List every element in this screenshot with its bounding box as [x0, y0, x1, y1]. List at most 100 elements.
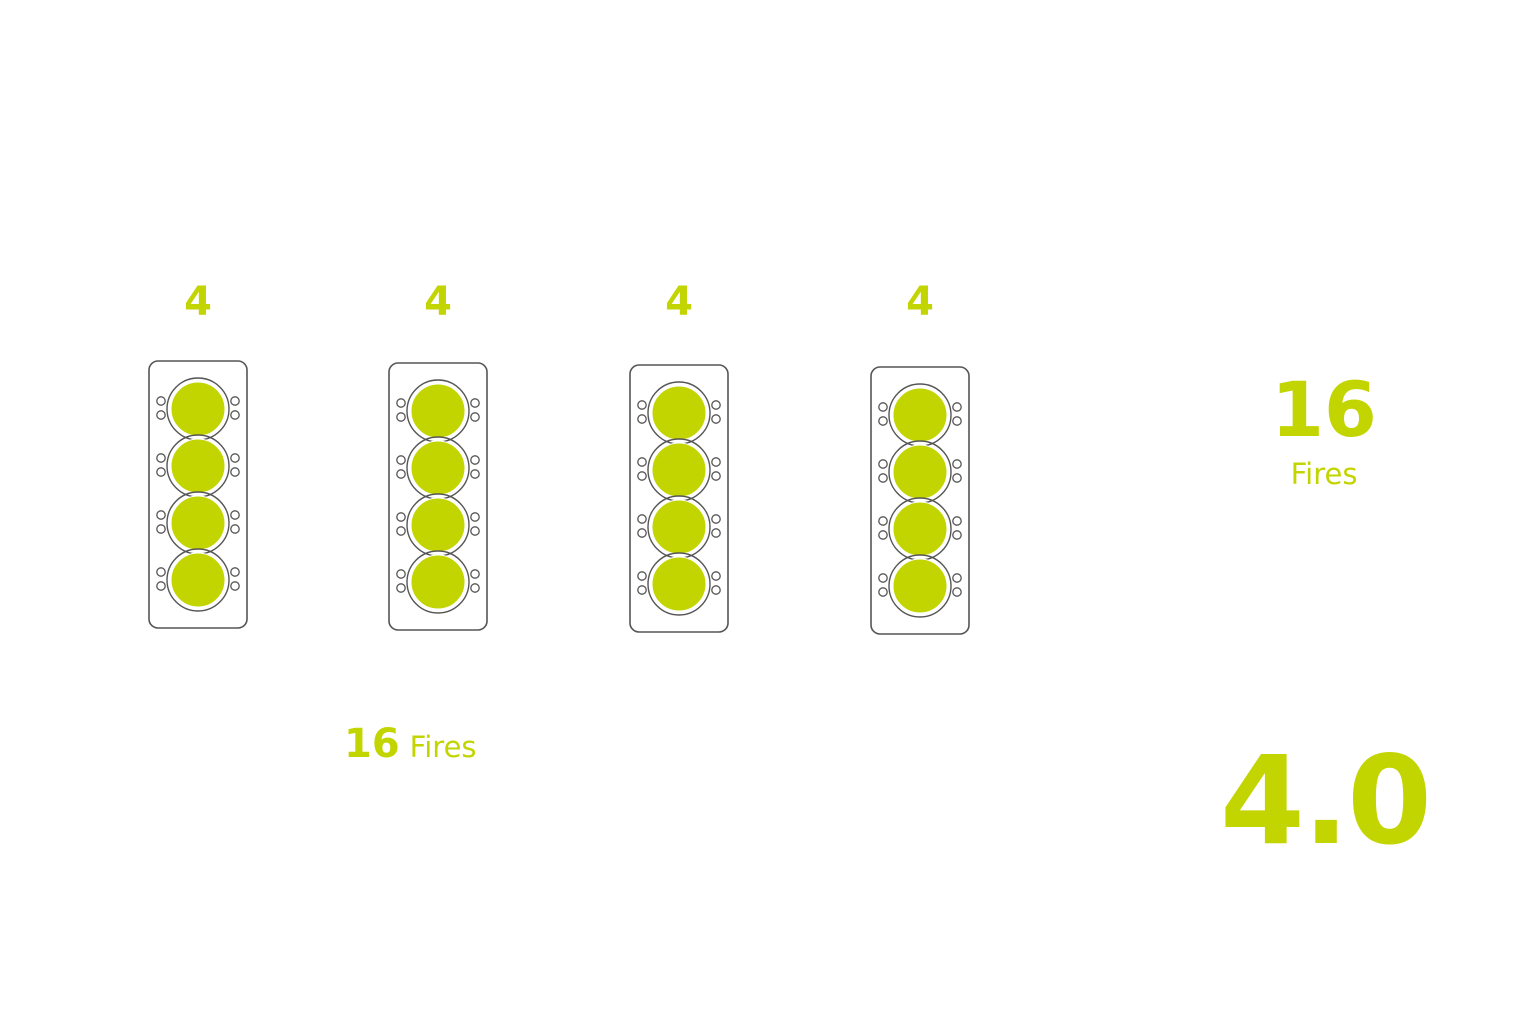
- bolt-hole: [156, 453, 166, 463]
- bolt-hole: [711, 571, 721, 581]
- bolt-hole: [637, 571, 647, 581]
- bolt-hole: [156, 396, 166, 406]
- bolt-hole: [878, 473, 888, 483]
- block-outline: [148, 360, 248, 629]
- bolt-hole: [637, 585, 647, 595]
- bolt-hole: [637, 414, 647, 424]
- cylinder-bore: [892, 387, 948, 443]
- block-outline: [629, 364, 729, 633]
- cylinder-bore: [170, 495, 226, 551]
- cylinder-bore: [651, 556, 707, 612]
- cylinder-bank-drawing: [388, 362, 488, 631]
- bolt-hole: [878, 587, 888, 597]
- bolt-hole: [711, 528, 721, 538]
- cylinder-bore: [410, 440, 466, 496]
- bolt-hole: [156, 524, 166, 534]
- cylinder-bore: [410, 554, 466, 610]
- bolt-hole: [396, 569, 406, 579]
- cylinder-bore: [170, 381, 226, 437]
- total-fires-unit: Fires: [409, 730, 477, 764]
- bolt-hole: [711, 471, 721, 481]
- block-outline: [870, 366, 970, 635]
- bolt-hole: [952, 587, 962, 597]
- cylinder-gasket: [888, 554, 952, 618]
- bolt-hole: [637, 528, 647, 538]
- bolt-hole: [470, 583, 480, 593]
- block-outline: [388, 362, 488, 631]
- bolt-hole: [711, 514, 721, 524]
- cylinder-bore: [170, 552, 226, 608]
- bolt-hole: [711, 457, 721, 467]
- bolt-hole: [156, 581, 166, 591]
- cylinder-bore: [892, 444, 948, 500]
- cylinder-bore: [651, 499, 707, 555]
- cylinder-bore: [410, 497, 466, 553]
- bolt-hole: [952, 416, 962, 426]
- bolt-hole: [711, 414, 721, 424]
- cylinder-gasket: [166, 548, 230, 612]
- bolt-hole: [952, 516, 962, 526]
- bolt-hole: [878, 516, 888, 526]
- bolt-hole: [637, 514, 647, 524]
- bolt-hole: [952, 530, 962, 540]
- bolt-hole: [396, 526, 406, 536]
- bolt-hole: [637, 400, 647, 410]
- cylinder-bore: [892, 501, 948, 557]
- bolt-hole: [952, 459, 962, 469]
- cylinder-bank-drawing: [629, 364, 729, 633]
- total-fires-inline: 16 Fires: [344, 724, 477, 764]
- cylinder-bore: [651, 385, 707, 441]
- bolt-hole: [470, 398, 480, 408]
- bolt-hole: [230, 453, 240, 463]
- bolt-hole: [878, 530, 888, 540]
- bolt-hole: [156, 467, 166, 477]
- cylinder-bank-icon: [870, 366, 970, 636]
- bolt-hole: [396, 583, 406, 593]
- bolt-hole: [470, 455, 480, 465]
- side-total-value: 16: [1271, 365, 1377, 454]
- bolt-hole: [230, 410, 240, 420]
- bolt-hole: [156, 510, 166, 520]
- bolt-hole: [952, 473, 962, 483]
- bolt-hole: [230, 581, 240, 591]
- bank-count-1: 4: [184, 279, 212, 325]
- bolt-hole: [230, 510, 240, 520]
- cylinder-bore: [170, 438, 226, 494]
- total-fires-value: 16: [344, 721, 400, 767]
- displacement-value: 4.0: [1219, 730, 1432, 872]
- bank-count-3: 4: [665, 279, 693, 325]
- bolt-hole: [470, 569, 480, 579]
- side-total-unit: Fires: [1290, 457, 1358, 491]
- bolt-hole: [396, 412, 406, 422]
- bank-count-4: 4: [906, 279, 934, 325]
- bolt-hole: [396, 469, 406, 479]
- bolt-hole: [230, 524, 240, 534]
- cylinder-bank-drawing: [870, 366, 970, 635]
- bolt-hole: [230, 567, 240, 577]
- bolt-hole: [952, 402, 962, 412]
- cylinder-bank-icon: [629, 364, 729, 634]
- bolt-hole: [637, 457, 647, 467]
- bolt-hole: [470, 469, 480, 479]
- bolt-hole: [878, 402, 888, 412]
- bolt-hole: [637, 471, 647, 481]
- cylinder-gasket: [647, 552, 711, 616]
- bolt-hole: [711, 400, 721, 410]
- bolt-hole: [470, 512, 480, 522]
- bolt-hole: [711, 585, 721, 595]
- cylinder-bore: [410, 383, 466, 439]
- bolt-hole: [396, 512, 406, 522]
- bolt-hole: [878, 573, 888, 583]
- bolt-hole: [396, 455, 406, 465]
- cylinder-bore: [651, 442, 707, 498]
- cylinder-bank-drawing: [148, 360, 248, 629]
- cylinder-bank-icon: [388, 362, 488, 632]
- cylinder-gasket: [406, 550, 470, 614]
- bolt-hole: [878, 416, 888, 426]
- bolt-hole: [396, 398, 406, 408]
- bolt-hole: [470, 412, 480, 422]
- cylinder-bore: [892, 558, 948, 614]
- cylinder-bank-icon: [148, 360, 248, 630]
- bolt-hole: [952, 573, 962, 583]
